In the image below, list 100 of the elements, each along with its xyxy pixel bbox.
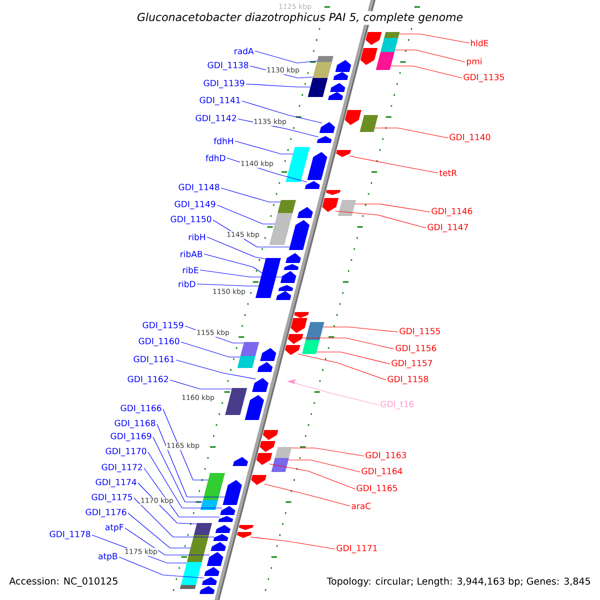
leader-line	[302, 338, 394, 350]
leader-line	[322, 326, 398, 332]
gene-label: GDI_1164	[362, 468, 402, 476]
gene-label: GDI_1147	[428, 224, 468, 232]
gene-block	[288, 334, 304, 344]
gene-label: GDI_1176	[86, 508, 126, 518]
gene-label: radA	[234, 48, 254, 54]
gene-box	[225, 388, 248, 415]
gene-label: GDI_1172	[102, 464, 142, 472]
gene-block	[251, 475, 266, 485]
leader-line	[200, 270, 282, 278]
gene-label: GDI_1159	[142, 322, 184, 330]
gene-box	[360, 115, 378, 132]
leader-line	[204, 254, 262, 274]
gene-block	[220, 506, 236, 515]
info-text: Accession: NC_010125	[8, 576, 120, 588]
gene-block	[215, 525, 230, 533]
gene-label: GDI_1139	[204, 80, 244, 88]
gene-box	[258, 272, 278, 285]
gene-block	[232, 457, 248, 466]
gene-box	[203, 473, 225, 500]
gene-label: GDI_1158	[388, 376, 428, 384]
gene-box	[308, 78, 328, 97]
gene-block	[297, 207, 313, 218]
gene-block	[257, 362, 273, 372]
leader-line	[124, 528, 210, 556]
gene-label: ribD	[178, 280, 196, 288]
gene-block	[262, 430, 278, 440]
gene-block	[322, 198, 338, 212]
gene-block	[319, 122, 335, 133]
leader-line	[394, 50, 466, 62]
gene-label: GDI_1148	[178, 184, 220, 192]
leader-line	[216, 204, 276, 224]
gene-block	[289, 220, 310, 250]
gene-block	[286, 379, 296, 384]
gene-label: atpB	[98, 553, 118, 561]
gene-label: GDI_1171	[336, 544, 377, 554]
gene-label: GDI_1178	[50, 530, 90, 540]
gene-box	[286, 147, 310, 182]
gene-label: ribE	[182, 266, 198, 274]
gene-label: GDI_1149	[174, 200, 216, 210]
gene-label: tetR	[439, 170, 457, 176]
gene-label: GDI_1163	[366, 452, 406, 460]
gene-block	[204, 567, 220, 576]
leader-line	[334, 210, 426, 228]
gene-label: fdhH	[214, 138, 233, 144]
leader-line	[374, 128, 448, 138]
gene-label: GDI_t16	[380, 400, 414, 410]
gene-label: GDI_1156	[396, 344, 436, 354]
gene-box	[194, 523, 212, 535]
leader-line	[148, 452, 222, 508]
leader-line	[156, 424, 226, 498]
gene-label: GDI_1174	[96, 478, 136, 488]
gene-block	[284, 264, 299, 270]
leader-line	[398, 34, 470, 44]
leader-line	[118, 556, 204, 578]
gene-label: GDI_1175	[92, 494, 132, 502]
leader-line	[206, 236, 266, 260]
gene-label: GDI_1166	[120, 404, 162, 414]
gene-box	[274, 447, 292, 458]
gene-block	[218, 516, 234, 522]
gene-label: GDI_1169	[110, 432, 152, 442]
leader-line	[316, 352, 390, 364]
gene-label: araC	[352, 502, 371, 510]
gene-label: GDI_1160	[138, 338, 180, 346]
gene-label: pmi	[466, 58, 482, 66]
leader-line	[250, 536, 336, 550]
gene-block	[200, 586, 215, 594]
gene-label: GDI_1138	[208, 62, 248, 70]
gene-box	[200, 500, 218, 510]
leader-line	[298, 354, 386, 380]
gene-block	[304, 181, 320, 189]
gene-block	[294, 312, 309, 318]
gene-box	[186, 535, 209, 562]
gene-label: GDI_1140	[450, 134, 490, 142]
gene-label: GDI_1150	[170, 216, 212, 224]
gene-block	[206, 552, 224, 566]
leader-line	[264, 484, 350, 506]
title: Gluconacetobacter diazotrophicus PAI 5, complete genome	[135, 11, 465, 25]
gene-box	[180, 585, 196, 589]
leader-line	[288, 460, 360, 472]
gene-box	[312, 62, 332, 78]
leader-line	[390, 66, 462, 78]
gene-block	[210, 542, 226, 551]
info-text: Topology: circular; Length: 3,944,163 bp; Genes: 3,845	[326, 576, 592, 588]
gene-block	[244, 395, 264, 420]
gene-block	[285, 345, 300, 355]
gene-box	[384, 32, 400, 38]
leader-line	[220, 188, 281, 202]
gene-block	[336, 150, 351, 157]
gene-block	[252, 378, 268, 392]
gene-box	[278, 200, 296, 213]
leader-line	[269, 464, 356, 490]
leader-line	[234, 140, 294, 154]
leader-line	[242, 100, 322, 124]
gene-block	[238, 525, 254, 530]
leader-line	[144, 468, 220, 518]
gene-label: GDI_1170	[106, 448, 146, 456]
gene-label: GDI_1165	[356, 484, 397, 494]
gene-block	[260, 348, 276, 361]
